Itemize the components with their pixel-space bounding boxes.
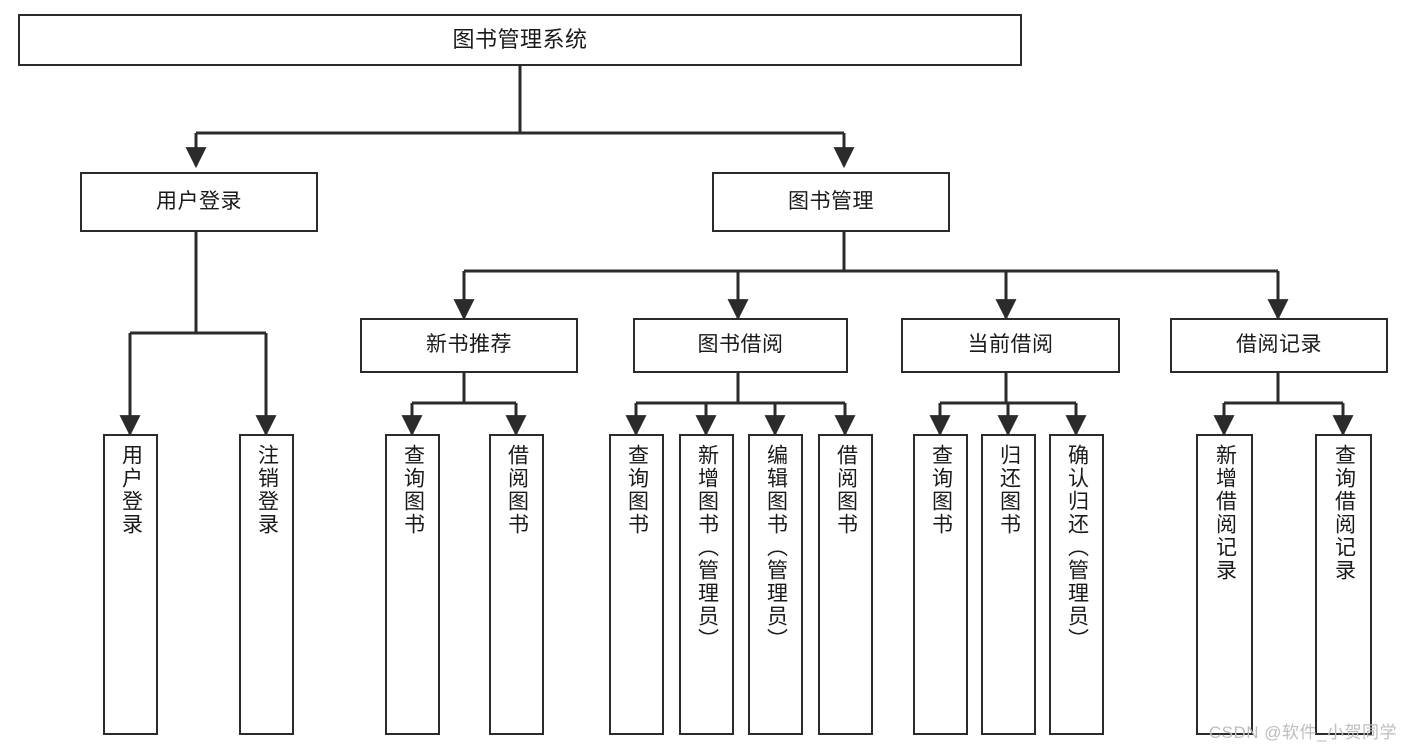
node-label: 借阅图书: [834, 444, 858, 536]
node-leaf-borrow-book-1[interactable]: 借阅图书: [489, 434, 544, 735]
node-leaf-query-book-2[interactable]: 查询图书: [609, 434, 664, 735]
node-label: 借阅记录: [1236, 333, 1322, 357]
node-label: 查询图书: [929, 444, 953, 536]
node-label: 查询借阅记录: [1332, 444, 1356, 582]
node-borrow-record[interactable]: 借阅记录: [1170, 318, 1388, 373]
node-label: 用户登录: [119, 444, 143, 536]
node-book-borrow[interactable]: 图书借阅: [633, 318, 848, 373]
node-label: 图书管理: [788, 189, 874, 213]
node-user-login[interactable]: 用户登录: [80, 172, 318, 232]
node-leaf-edit-book[interactable]: 编辑图书（管理员）: [748, 434, 803, 735]
watermark-text: CSDN @软件_小贺同学: [1208, 723, 1397, 742]
node-label: 确认归还（管理员）: [1065, 444, 1089, 651]
node-leaf-add-borrow-record[interactable]: 新增借阅记录: [1196, 434, 1253, 735]
node-label: 查询图书: [625, 444, 649, 536]
node-current-borrow[interactable]: 当前借阅: [901, 318, 1120, 373]
node-label: 当前借阅: [967, 333, 1054, 357]
node-root-book-management-system[interactable]: 图书管理系统: [18, 14, 1022, 66]
node-new-book-recommend[interactable]: 新书推荐: [360, 318, 578, 373]
node-label: 新书推荐: [426, 333, 512, 357]
node-leaf-user-login[interactable]: 用户登录: [103, 434, 158, 735]
node-label: 借阅图书: [505, 444, 529, 536]
node-label: 图书借阅: [697, 333, 784, 357]
node-label: 图书管理系统: [452, 27, 588, 53]
node-leaf-logout-login[interactable]: 注销登录: [239, 434, 294, 735]
node-leaf-borrow-book-2[interactable]: 借阅图书: [818, 434, 873, 735]
node-leaf-confirm-return[interactable]: 确认归还（管理员）: [1049, 434, 1104, 735]
node-label: 查询图书: [401, 444, 425, 536]
node-leaf-add-book[interactable]: 新增图书（管理员）: [679, 434, 734, 735]
node-label: 编辑图书（管理员）: [764, 444, 788, 651]
node-leaf-query-book-3[interactable]: 查询图书: [913, 434, 968, 735]
node-label: 新增图书（管理员）: [695, 444, 719, 651]
node-label: 注销登录: [255, 444, 279, 536]
node-label: 用户登录: [156, 189, 242, 213]
node-label: 新增借阅记录: [1213, 444, 1237, 582]
node-leaf-return-book[interactable]: 归还图书: [981, 434, 1036, 735]
node-leaf-query-borrow-record[interactable]: 查询借阅记录: [1315, 434, 1372, 735]
node-leaf-query-book-1[interactable]: 查询图书: [385, 434, 440, 735]
node-label: 归还图书: [997, 444, 1021, 536]
node-book-management[interactable]: 图书管理: [712, 172, 950, 232]
